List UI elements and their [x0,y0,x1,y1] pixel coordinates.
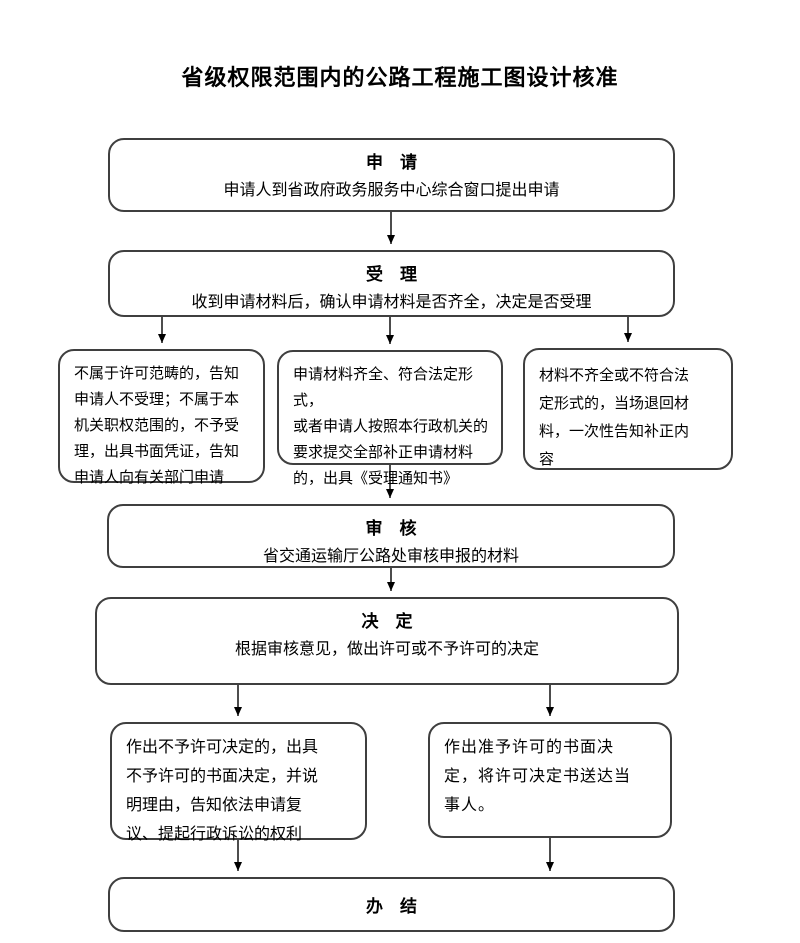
branch-not-accepted-description: 不属于许可范畴的，告知 申请人不受理；不属于本 机关职权范围的，不予受 理，出具… [74,365,240,486]
branch-materials-incomplete-description: 材料不齐全或不符合法 定形式的，当场退回材 料，一次性告知补正内 容 [539,367,690,468]
step-review-title: 审 核 [365,519,417,538]
step-apply: 申 请 申请人到省政府政务服务中心综合窗口提出申请 [108,138,675,212]
step-decide-title: 决 定 [361,612,413,631]
step-review: 审 核 省交通运输厅公路处审核申报的材料 [107,504,675,568]
step-decide-description: 根据审核意见，做出许可或不予许可的决定 [234,641,539,658]
step-accept-title: 受 理 [366,265,417,284]
step-review-description: 省交通运输厅公路处审核申报的材料 [262,548,519,565]
step-accept-description: 收到申请材料后，确认申请材料是否齐全，决定是否受理 [191,294,592,311]
step-apply-description: 申请人到省政府政务服务中心综合窗口提出申请 [223,182,560,199]
step-decide: 决 定 根据审核意见，做出许可或不予许可的决定 [95,597,679,685]
page-title: 省级权限范围内的公路工程施工图设计核准 [181,65,619,90]
step-finish-title: 办 结 [366,897,417,916]
branch-materials-complete: 申请材料齐全、符合法定形式， 或者申请人按照本行政机关的 要求提交全部补正申请材… [277,350,503,487]
branch-deny-decision-description: 作出不予许可决定的，出具 不予许可的书面决定，并说 明理由，告知依法申请复 议、… [126,739,319,843]
step-accept: 受 理 收到申请材料后，确认申请材料是否齐全，决定是否受理 [108,250,675,317]
branch-not-accepted: 不属于许可范畴的，告知 申请人不受理；不属于本 机关职权范围的，不予受 理，出具… [58,349,265,486]
branch-deny-decision: 作出不予许可决定的，出具 不予许可的书面决定，并说 明理由，告知依法申请复 议、… [110,722,367,843]
branch-materials-complete-description: 申请材料齐全、符合法定形式， 或者申请人按照本行政机关的 要求提交全部补正申请材… [293,366,489,487]
branch-grant-decision: 作出准予许可的书面决 定，将许可决定书送达当 事人。 [428,722,672,838]
step-finish: 办 结 [108,877,675,932]
step-apply-title: 申 请 [366,153,417,172]
branch-grant-decision-description: 作出准予许可的书面决 定，将许可决定书送达当 事人。 [444,739,632,814]
branch-materials-incomplete: 材料不齐全或不符合法 定形式的，当场退回材 料，一次性告知补正内 容 [523,348,733,470]
